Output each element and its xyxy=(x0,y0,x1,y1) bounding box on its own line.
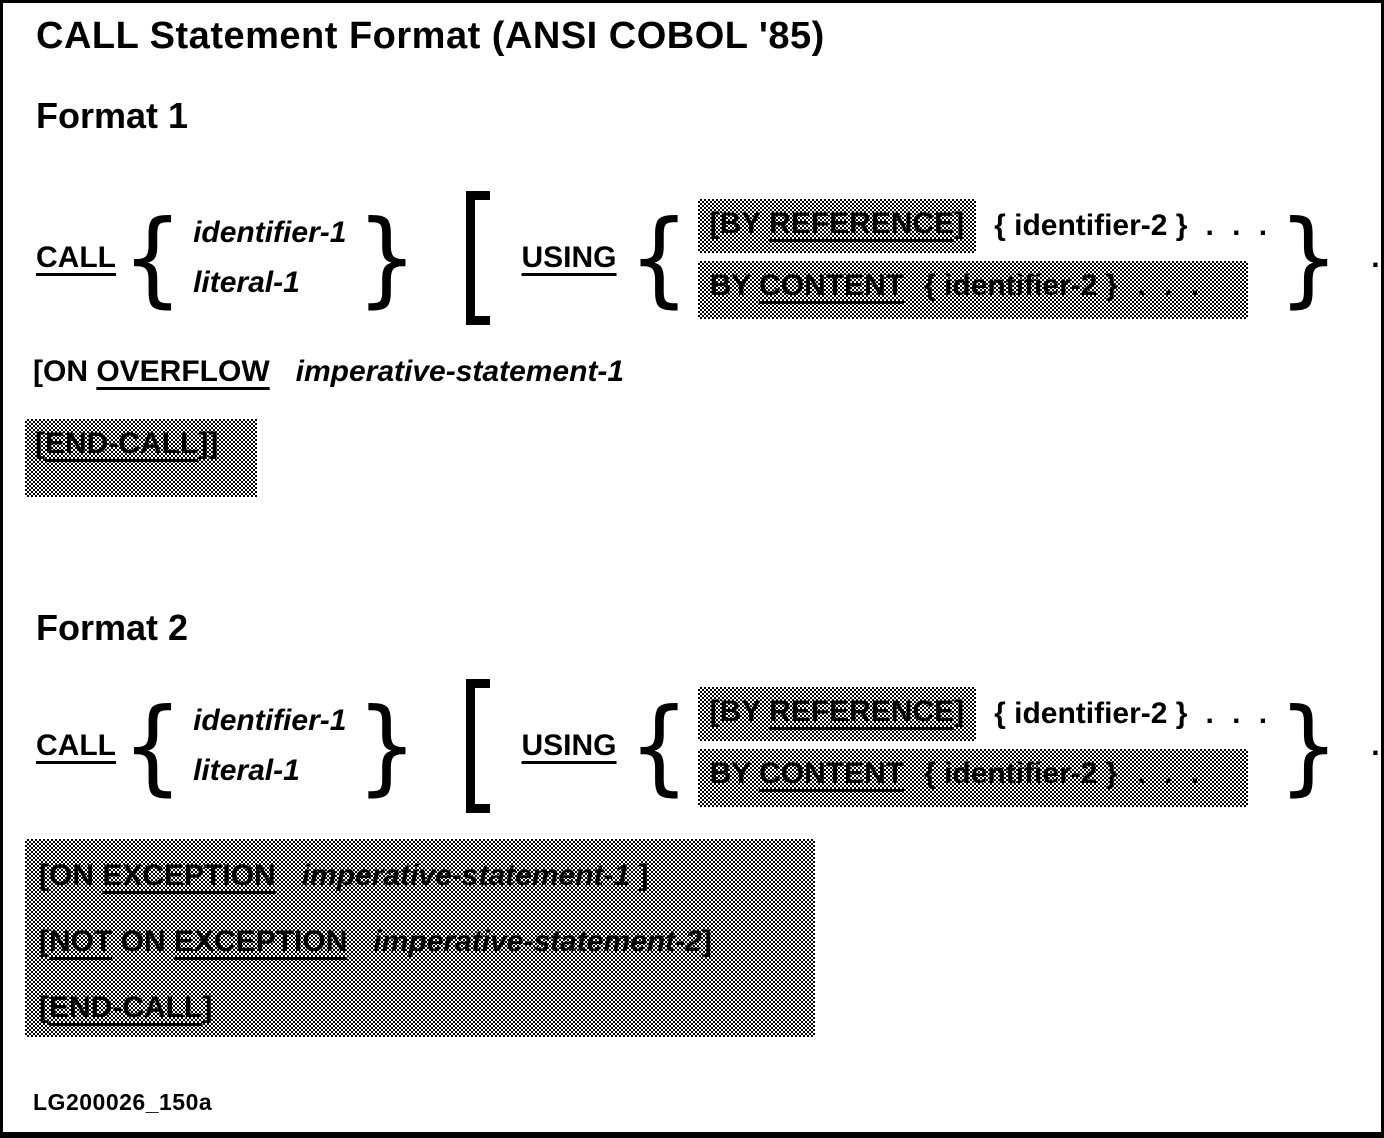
overflow-keyword: OVERFLOW xyxy=(96,355,270,388)
ellipsis: . . . xyxy=(1371,241,1384,274)
by-reference-close: ] xyxy=(954,207,965,240)
right-brace: } xyxy=(1278,685,1340,807)
end-call-open: [ xyxy=(39,991,49,1024)
by-reference-open: [BY xyxy=(709,695,770,728)
ellipsis: . . . xyxy=(1137,269,1205,302)
by-content-row: BY CONTENT { identifier-2 } . . . xyxy=(698,746,1273,810)
end-call-open: [ xyxy=(35,427,45,460)
end-call-keyword: END-CALL xyxy=(49,991,203,1024)
page-title: CALL Statement Format (ANSI COBOL '85) xyxy=(36,15,825,57)
ellipsis: . . . xyxy=(1137,757,1205,790)
identifier-1-term: identifier-1 xyxy=(193,704,347,737)
call-keyword: CALL xyxy=(36,241,116,274)
right-brace: } xyxy=(1278,197,1340,319)
open-square-bracket xyxy=(465,679,490,813)
by-content-option: BY CONTENT { identifier-2 } . . . xyxy=(698,749,1249,807)
by-reference-close: ] xyxy=(954,695,965,728)
ellipsis: . . . xyxy=(1205,209,1273,242)
identifier-2-group: { identifier-2 } xyxy=(924,757,1118,790)
exception-keyword: EXCEPTION xyxy=(102,859,276,892)
identifier-2-group: { identifier-2 } xyxy=(994,209,1188,242)
reference-keyword: REFERENCE xyxy=(769,695,955,728)
imperative-statement-2-term: imperative-statement-2 xyxy=(373,925,702,958)
by-content-row: BY CONTENT { identifier-2 } . . . xyxy=(698,258,1273,322)
using-keyword: USING xyxy=(521,729,617,762)
by-keyword: BY xyxy=(709,269,760,302)
on-open: [ON xyxy=(39,859,103,892)
format2-heading: Format 2 xyxy=(36,607,189,648)
identifier-2-group: { identifier-2 } xyxy=(924,269,1118,302)
using-keyword: USING xyxy=(521,241,617,274)
identifier-2-group: { identifier-2 } xyxy=(994,697,1188,730)
left-brace: { xyxy=(121,197,184,319)
on-open: [ON xyxy=(33,355,97,388)
using-operand-choices: [BY REFERENCE] { identifier-2 } . . . BY… xyxy=(698,194,1273,322)
figure-id-label: LG200026_150a xyxy=(33,1089,213,1115)
by-reference-open: [BY xyxy=(709,207,770,240)
left-brace: { xyxy=(121,685,184,807)
call-target-choices: identifier-1 literal-1 xyxy=(193,216,346,300)
ellipsis: . . . xyxy=(1205,697,1273,730)
on-overflow-phrase: [ON OVERFLOW imperative-statement-1 xyxy=(33,355,624,389)
by-reference-row: [BY REFERENCE] { identifier-2 } . . . xyxy=(698,194,1273,258)
imperative-statement-1-term: imperative-statement-1 xyxy=(295,355,625,388)
on-exception-phrase: [ON EXCEPTION imperative-statement-1 ] xyxy=(39,859,815,893)
content-keyword: CONTENT xyxy=(759,757,905,790)
using-operand-choices: [BY REFERENCE] { identifier-2 } . . . BY… xyxy=(698,682,1273,810)
exception-keyword: EXCEPTION xyxy=(174,925,348,958)
end-call-phrase-format2: [END-CALL] xyxy=(39,991,815,1025)
not-close: ] xyxy=(701,925,712,958)
by-content-option: BY CONTENT { identifier-2 } . . . xyxy=(698,261,1249,319)
call-keyword: CALL xyxy=(36,729,116,762)
on-mid: ON xyxy=(112,925,174,958)
left-brace: { xyxy=(628,197,690,319)
not-keyword: NOT xyxy=(49,925,113,958)
by-reference-row: [BY REFERENCE] { identifier-2 } . . . xyxy=(698,682,1273,746)
end-call-phrase-format1: [END-CALL]] xyxy=(25,419,257,497)
reference-keyword: REFERENCE xyxy=(769,207,955,240)
by-keyword: BY xyxy=(709,757,760,790)
end-call-close: ]] xyxy=(198,427,219,460)
ellipsis: . . . xyxy=(1371,729,1384,762)
left-brace: { xyxy=(628,685,690,807)
format1-heading: Format 1 xyxy=(36,95,189,136)
literal-1-term: literal-1 xyxy=(193,266,300,299)
call-target-choices: identifier-1 literal-1 xyxy=(193,704,346,788)
format1-syntax-diagram: CALL { identifier-1 literal-1 } USING { … xyxy=(36,183,1381,333)
open-square-bracket xyxy=(465,191,490,325)
format2-syntax-diagram: CALL { identifier-1 literal-1 } USING { … xyxy=(36,671,1381,821)
not-open: [ xyxy=(39,925,49,958)
not-on-exception-phrase: [NOT ON EXCEPTION imperative-statement-2] xyxy=(39,925,815,959)
imperative-statement-1-term: imperative-statement-1 xyxy=(301,859,631,892)
end-call-keyword: END-CALL xyxy=(45,427,199,460)
end-call-close: ] xyxy=(202,991,213,1024)
identifier-1-term: identifier-1 xyxy=(193,216,347,249)
by-reference-option: [BY REFERENCE] xyxy=(698,687,977,741)
literal-1-term: literal-1 xyxy=(193,754,300,787)
right-brace: } xyxy=(356,197,418,319)
by-reference-option: [BY REFERENCE] xyxy=(698,199,977,253)
content-keyword: CONTENT xyxy=(759,269,905,302)
right-brace: } xyxy=(356,685,418,807)
exception-close: ] xyxy=(630,859,649,892)
